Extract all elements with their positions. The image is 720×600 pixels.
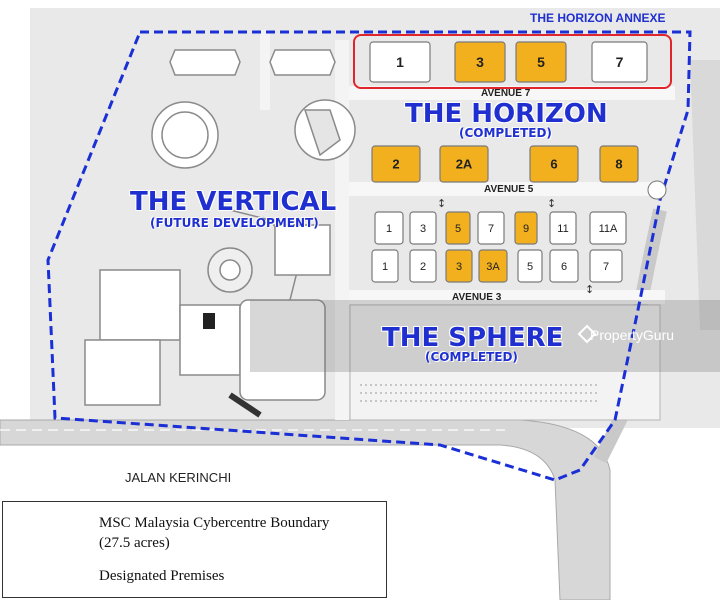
building-sphere-top-row-11a <box>589 211 627 245</box>
watermark-text: PropertyGuru <box>590 327 675 343</box>
building-sphere-top-row-5 <box>445 211 471 245</box>
building-sphere-bottom-row-6 <box>549 249 579 283</box>
watermark-band <box>250 300 720 372</box>
legend-premises-label: Designated Premises <box>99 568 225 584</box>
jalan-kerinchi-road <box>0 419 611 600</box>
building-horizon-row-6 <box>529 145 579 183</box>
building-label-sphere-bottom-row-2: 2 <box>420 261 426 273</box>
svg-text:↕: ↕ <box>585 283 594 296</box>
building-label-sphere-bottom-row-3a: 3A <box>486 261 500 273</box>
east-road <box>690 60 720 330</box>
building-sphere-bottom-row-1 <box>371 249 399 283</box>
building-horizon-row-2a <box>439 145 489 183</box>
building-sphere-bottom-row-7 <box>589 249 623 283</box>
building-label-sphere-bottom-row-3: 3 <box>456 261 462 273</box>
building-label-horizon-row-2a: 2A <box>456 157 473 172</box>
jalan-kerinchi-label: JALAN KERINCHI <box>125 470 232 485</box>
avenue-7-road <box>345 86 675 100</box>
building-label-sphere-top-row-1: 1 <box>386 223 392 235</box>
building-sphere-top-row-1 <box>374 211 404 245</box>
svg-text:↕: ↕ <box>437 197 446 210</box>
building-sphere-top-row-11 <box>549 211 577 245</box>
building-label-sphere-bottom-row-5: 5 <box>527 261 533 273</box>
building-sphere-top-row-3 <box>409 211 437 245</box>
roundabout-center <box>219 259 241 281</box>
annexe-highlight-outline <box>353 34 672 89</box>
svg-text:↕: ↕ <box>547 197 556 210</box>
zone-title-vertical: THE VERTICAL <box>130 187 337 217</box>
legend-boundary-area: (27.5 acres) <box>99 535 170 551</box>
building-annexe-7 <box>591 41 648 83</box>
building-label-horizon-row-2: 2 <box>392 157 399 172</box>
building-label-sphere-bottom-row-7: 7 <box>603 261 609 273</box>
avenue-3-label: AVENUE 3 <box>452 292 502 303</box>
block-center-2 <box>239 299 326 401</box>
round-building-left-inner <box>161 111 209 159</box>
pavilion-right <box>269 49 336 76</box>
building-label-sphere-top-row-3: 3 <box>420 223 426 235</box>
block-sw <box>99 269 181 341</box>
building-label-annexe-1: 1 <box>396 54 404 70</box>
direction-arrows: ↕ ↕ ↕ <box>437 197 594 296</box>
building-label-sphere-top-row-5: 5 <box>455 223 461 235</box>
building-label-sphere-top-row-9: 9 <box>523 223 529 235</box>
propertyguru-logo-icon <box>577 324 597 344</box>
building-annexe-1 <box>369 41 431 83</box>
building-label-horizon-row-8: 8 <box>615 157 622 172</box>
avenue-7-label: AVENUE 7 <box>481 88 531 99</box>
building-label-annexe-5: 5 <box>537 54 545 70</box>
north-road <box>260 30 270 110</box>
building-label-sphere-top-row-11: 11 <box>557 223 568 235</box>
building-label-annexe-3: 3 <box>476 54 484 70</box>
building-horizon-row-8 <box>599 145 639 183</box>
building-annexe-3 <box>454 41 506 83</box>
map-legend: MSC Malaysia Cybercentre Boundary (27.5 … <box>2 501 387 598</box>
block-sw-2 <box>84 339 161 406</box>
east-roundabout <box>647 180 667 200</box>
building-sphere-bottom-row-3 <box>445 249 473 283</box>
dark-structure <box>203 313 215 329</box>
building-label-annexe-7: 7 <box>616 54 624 70</box>
building-sphere-bottom-row-5 <box>517 249 543 283</box>
building-sphere-bottom-row-2 <box>409 249 437 283</box>
block-dark-outline <box>274 224 331 276</box>
building-sphere-top-row-7 <box>477 211 505 245</box>
building-annexe-5 <box>515 41 567 83</box>
plaza-rows <box>360 384 600 402</box>
building-label-sphere-bottom-row-1: 1 <box>382 261 388 273</box>
building-layer: 1 3 5 7 2 2A 6 8 1 3 5 7 9 11 11A 1 2 3 3A 5 6 7 <box>369 41 648 283</box>
building-sphere-bottom-row-3a <box>478 249 508 283</box>
avenue-5-road <box>345 182 665 196</box>
building-label-sphere-bottom-row-6: 6 <box>561 261 567 273</box>
building-label-sphere-top-row-7: 7 <box>488 223 494 235</box>
dark-arc <box>228 392 262 418</box>
zone-subtitle-sphere: (COMPLETED) <box>425 350 518 364</box>
vertical-zone-structures <box>84 49 356 406</box>
building-horizon-row-2 <box>371 145 421 183</box>
building-sphere-top-row-9 <box>514 211 538 245</box>
pavilion-left <box>169 49 241 76</box>
avenue-3-road <box>345 290 665 304</box>
zone-title-sphere: THE SPHERE <box>382 323 564 353</box>
round-building-right-core <box>303 109 341 157</box>
annexe-label: THE HORIZON ANNEXE <box>530 11 666 25</box>
avenue-5-label: AVENUE 5 <box>484 184 534 195</box>
zone-subtitle-horizon: (COMPLETED) <box>459 126 552 140</box>
zone-subtitle-vertical: (FUTURE DEVELOPMENT) <box>150 216 319 230</box>
building-label-sphere-top-row-11a: 11A <box>599 223 618 235</box>
zone-title-horizon: THE HORIZON <box>405 99 608 129</box>
legend-boundary-label: MSC Malaysia Cybercentre Boundary <box>99 515 330 531</box>
building-label-horizon-row-6: 6 <box>550 157 557 172</box>
